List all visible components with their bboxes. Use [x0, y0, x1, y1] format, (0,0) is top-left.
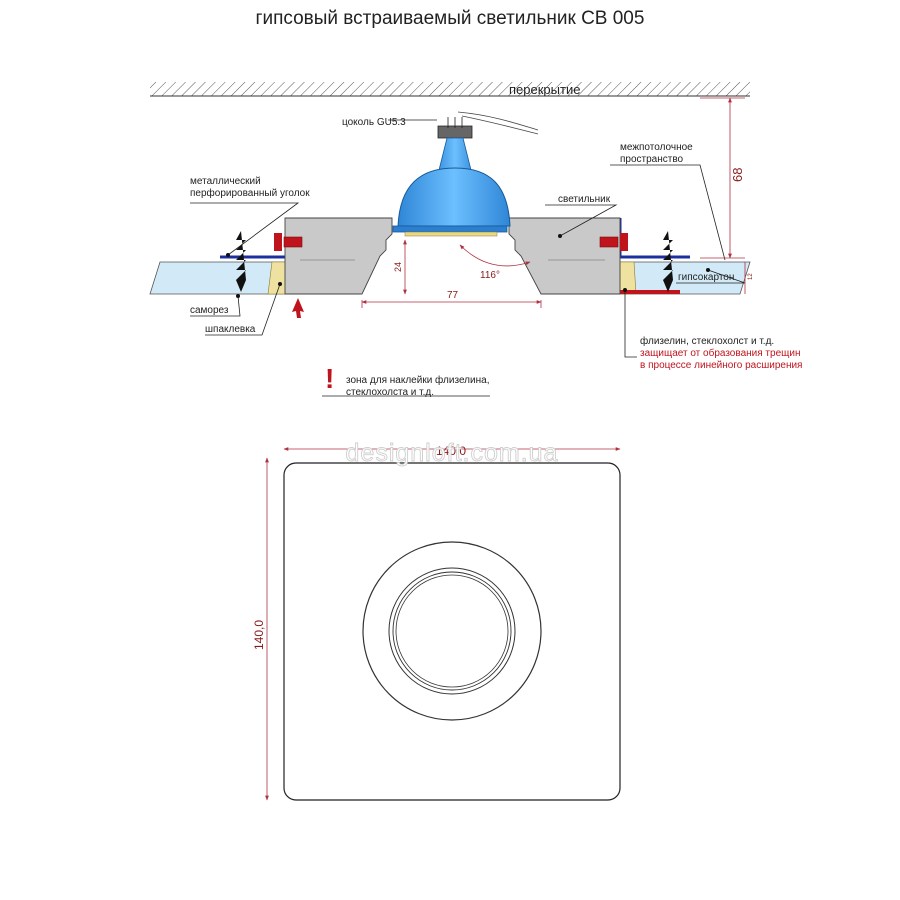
zone-label-2: стеклохолста и т.д. — [346, 387, 434, 398]
ceiling-slab: перекрытие — [150, 82, 750, 97]
corner-label-2: перфорированный уголок — [190, 187, 310, 199]
fleece-label-1: флизелин, стеклохолст и т.д. — [640, 335, 774, 347]
screw-label: саморез — [190, 305, 229, 316]
dimension-lines — [265, 97, 746, 801]
diagram-title: гипсовый встраиваемый светильник СВ 005 — [256, 8, 645, 29]
drywall-label: гипсокартон — [678, 272, 734, 283]
watermark: designloft.com.ua — [346, 439, 559, 467]
fixture-label: светильник — [558, 194, 611, 205]
exclamation-mark: ! — [325, 363, 334, 394]
zone-label-1: зона для наклейки флизелина, — [346, 374, 489, 386]
ceiling-label: перекрытие — [509, 82, 580, 97]
fleece-strip — [596, 290, 680, 294]
fleece-label-2: защищает от образования трещин — [640, 347, 800, 359]
dimension-24: 24 — [393, 262, 403, 272]
lamp — [392, 111, 539, 237]
plan-view — [283, 462, 621, 801]
corner-label-1: металлический — [190, 176, 261, 187]
interceiling-label-1: межпотолочное — [620, 142, 693, 153]
fleece-label-3: в процессе линейного расширения — [640, 360, 802, 371]
interceiling-label-2: пространство — [620, 154, 684, 165]
plan-height-label: 140,0 — [252, 620, 266, 650]
socket-label: цоколь GU5.3 — [342, 117, 406, 128]
warning-arrow — [292, 298, 304, 318]
putty-label: шпаклевка — [205, 324, 256, 335]
dimension-77: 77 — [447, 290, 459, 301]
dimension-68: 68 — [730, 168, 745, 182]
dimension-angle: 116° — [480, 270, 500, 281]
drywall-boards — [149, 261, 751, 295]
dimension-12: 12 — [748, 273, 754, 280]
plaster-body — [284, 217, 621, 295]
screws — [236, 231, 673, 292]
plan-width-label: 140,0 — [436, 444, 466, 458]
fixing-bolts — [274, 233, 628, 251]
